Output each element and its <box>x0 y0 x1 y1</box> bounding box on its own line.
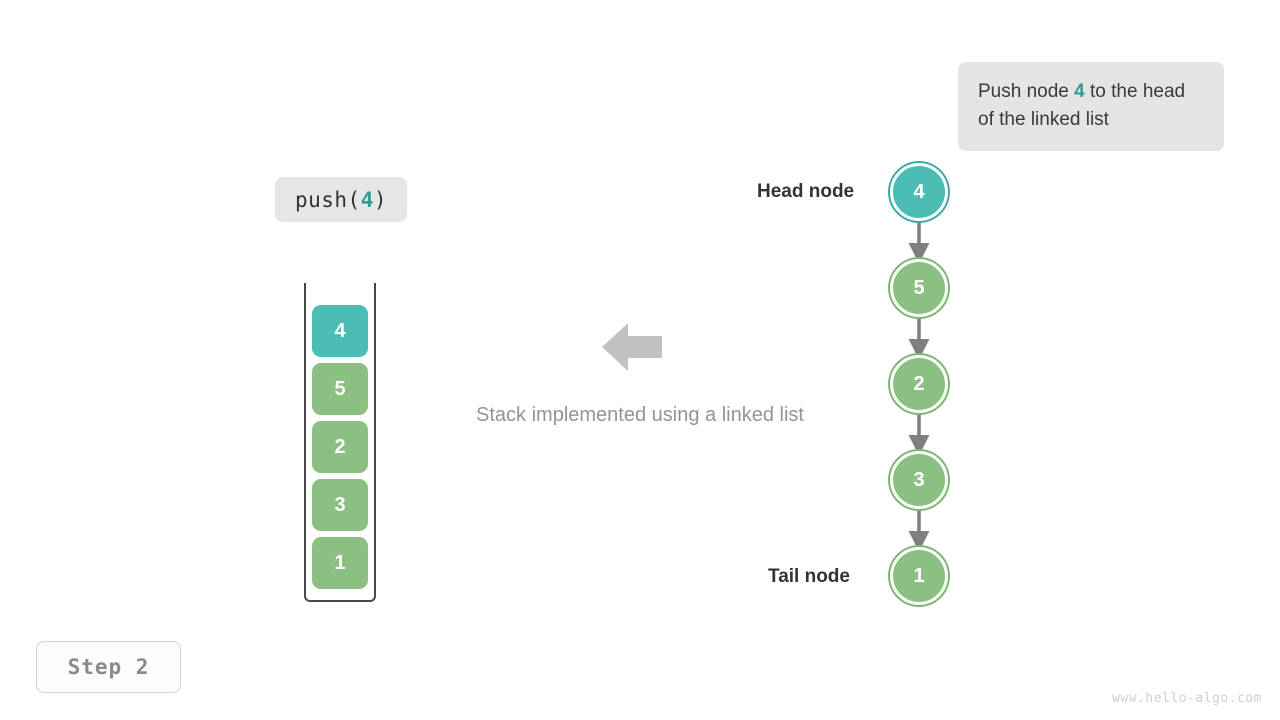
linked-list-node: 1 <box>890 547 948 605</box>
operation-value: 4 <box>360 187 374 212</box>
stack-cell-value: 1 <box>334 551 346 574</box>
callout-box: Push node 4 to the head of the linked li… <box>958 62 1224 152</box>
stack-cell-value: 5 <box>334 377 346 400</box>
stack-cell: 3 <box>312 479 368 531</box>
stack-cell: 2 <box>312 421 368 473</box>
operation-prefix: push( <box>294 187 361 212</box>
stack-cell-value: 2 <box>334 435 346 458</box>
callout-text-after: to the head of the linked list <box>978 81 1186 130</box>
stack-cell: 1 <box>312 537 368 589</box>
left-arrow-icon <box>602 323 662 371</box>
stack-cell-list: 4 5 2 3 1 <box>312 305 368 589</box>
operation-suffix: ) <box>373 187 388 212</box>
callout-text-before: Push node <box>978 81 1075 102</box>
implementation-caption: Stack implemented using a linked list <box>476 404 804 426</box>
linked-list-node-value: 2 <box>913 372 925 395</box>
linked-list-node: 2 <box>890 355 948 413</box>
watermark: www.hello-algo.com <box>1112 691 1262 706</box>
stack-cell-value: 3 <box>334 493 346 516</box>
linked-list-node: 3 <box>890 451 948 509</box>
callout-highlight-value: 4 <box>1074 81 1085 102</box>
linked-list-node-value: 3 <box>913 468 925 491</box>
stack-cell-value: 4 <box>334 319 346 342</box>
stack-cell: 4 <box>312 305 368 357</box>
step-badge: Step 2 <box>36 641 181 693</box>
linked-list-node-value: 4 <box>913 180 925 203</box>
linked-list-node: 4 <box>890 163 948 221</box>
linked-list-node-value: 1 <box>913 564 925 587</box>
operation-label: push(4) <box>275 177 407 222</box>
linked-list-node-value: 5 <box>913 276 925 299</box>
stack-container <box>304 283 376 602</box>
tail-node-label: Tail node <box>768 566 850 587</box>
linked-list-node: 5 <box>890 259 948 317</box>
head-node-label: Head node <box>757 181 855 202</box>
stack-cell: 5 <box>312 363 368 415</box>
